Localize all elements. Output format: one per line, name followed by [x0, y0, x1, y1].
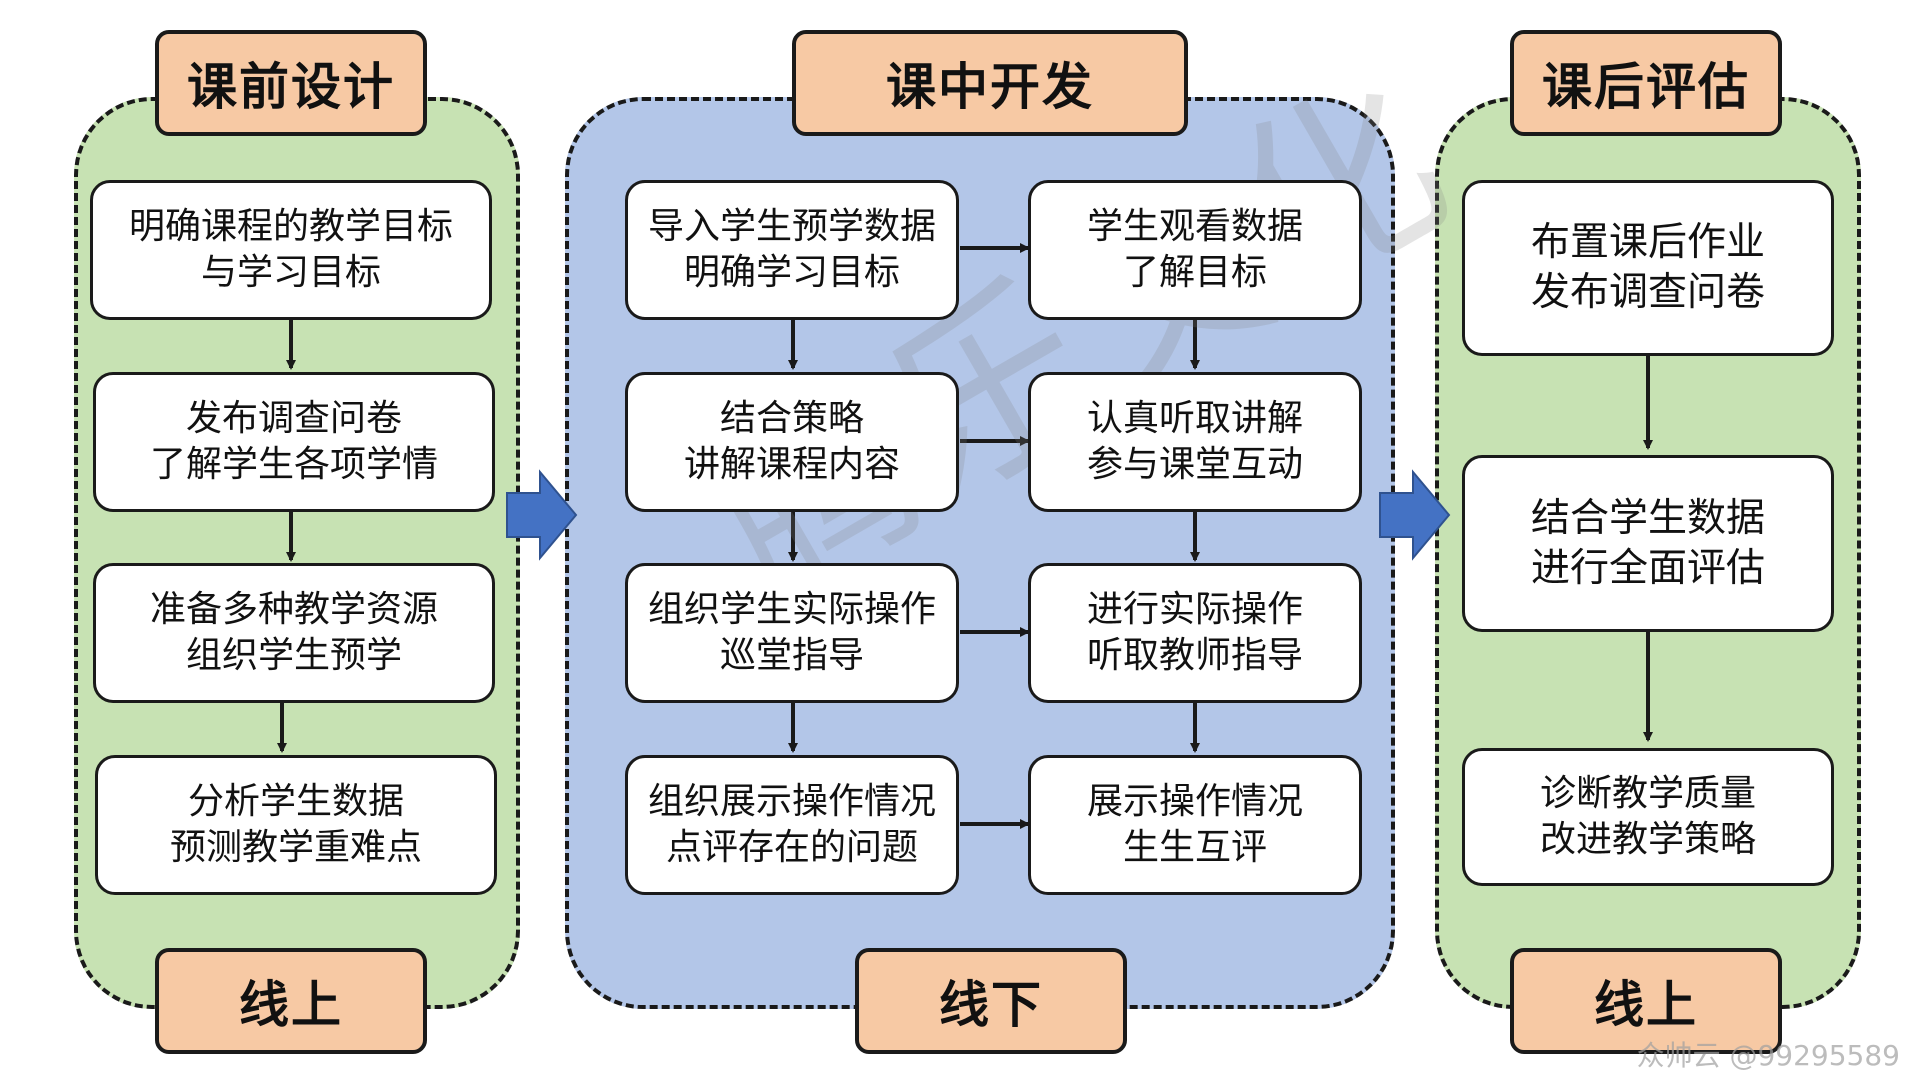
- pre-step-3-line-2: 组织学生预学: [185, 635, 402, 676]
- mid-student-step-2-line-1: 认真听取讲解: [1086, 398, 1303, 439]
- post-step-1-line-1: 布置课后作业: [1530, 220, 1765, 265]
- mid-teacher-step-2-line-1: 结合策略: [719, 398, 864, 439]
- mid-student-step-4-line-1: 展示操作情况: [1086, 781, 1303, 822]
- mid-teacher-step-box: 导入学生预学数据 明确学习目标: [625, 180, 959, 320]
- post-step-1-line-2: 发布调查问卷: [1530, 270, 1765, 315]
- credit-watermark: 众帅云 @99295589: [1636, 1039, 1900, 1072]
- pre-step-box: 明确课程的教学目标 与学习目标: [90, 180, 492, 320]
- post-step-box: 布置课后作业 发布调查问卷: [1462, 180, 1834, 356]
- pre-class-mode: 线上: [155, 948, 427, 1054]
- pre-step-3-line-1: 准备多种教学资源: [149, 589, 438, 630]
- pre-step-2-line-2: 了解学生各项学情: [149, 444, 438, 485]
- mid-teacher-step-2-line-2: 讲解课程内容: [683, 444, 900, 485]
- pre-class-title: 课前设计: [155, 30, 427, 136]
- mid-teacher-step-box: 组织展示操作情况 点评存在的问题: [625, 755, 959, 895]
- mid-student-step-box: 展示操作情况 生生互评: [1028, 755, 1362, 895]
- mid-student-step-1-line-1: 学生观看数据: [1086, 206, 1303, 247]
- pre-step-4-line-2: 预测教学重难点: [169, 827, 422, 868]
- post-step-3-line-2: 改进教学策略: [1539, 819, 1756, 860]
- in-class-title: 课中开发: [792, 30, 1188, 136]
- pre-step-1-line-2: 与学习目标: [200, 252, 381, 293]
- pre-step-box: 准备多种教学资源 组织学生预学: [93, 563, 495, 703]
- pre-step-box: 分析学生数据 预测教学重难点: [95, 755, 497, 895]
- mid-student-step-1-line-2: 了解目标: [1122, 252, 1267, 293]
- mid-teacher-step-4-line-2: 点评存在的问题: [665, 827, 918, 868]
- mid-student-step-2-line-2: 参与课堂互动: [1086, 444, 1303, 485]
- in-class-mode: 线下: [855, 948, 1127, 1054]
- mid-teacher-step-4-line-1: 组织展示操作情况: [647, 781, 936, 822]
- pre-step-4-line-1: 分析学生数据: [187, 781, 404, 822]
- mid-student-step-box: 学生观看数据 了解目标: [1028, 180, 1362, 320]
- post-step-box: 结合学生数据 进行全面评估: [1462, 455, 1834, 632]
- post-step-box: 诊断教学质量 改进教学策略: [1462, 748, 1834, 886]
- post-class-title: 课后评估: [1510, 30, 1782, 136]
- mid-teacher-step-3-line-1: 组织学生实际操作: [647, 589, 936, 630]
- mid-teacher-step-3-line-2: 巡堂指导: [719, 635, 864, 676]
- stage-arrow-pre-to-mid: [506, 469, 578, 561]
- mid-student-step-box: 认真听取讲解 参与课堂互动: [1028, 372, 1362, 512]
- pre-step-2-line-1: 发布调查问卷: [185, 398, 402, 439]
- mid-student-step-3-line-1: 进行实际操作: [1086, 589, 1303, 630]
- mid-student-step-4-line-2: 生生互评: [1122, 827, 1267, 868]
- post-class-mode: 线上: [1510, 948, 1782, 1054]
- mid-teacher-step-1-line-2: 明确学习目标: [683, 252, 900, 293]
- mid-teacher-step-1-line-1: 导入学生预学数据: [647, 206, 936, 247]
- mid-teacher-step-box: 组织学生实际操作 巡堂指导: [625, 563, 959, 703]
- mid-teacher-step-box: 结合策略 讲解课程内容: [625, 372, 959, 512]
- mid-student-step-box: 进行实际操作 听取教师指导: [1028, 563, 1362, 703]
- pre-step-1-line-1: 明确课程的教学目标: [128, 206, 453, 247]
- post-step-2-line-1: 结合学生数据: [1530, 495, 1765, 541]
- mid-student-step-3-line-2: 听取教师指导: [1086, 635, 1303, 676]
- post-step-3-line-1: 诊断教学质量: [1539, 773, 1756, 814]
- post-step-2-line-2: 进行全面评估: [1530, 545, 1765, 591]
- stage-arrow-mid-to-post: [1379, 469, 1451, 561]
- pre-step-box: 发布调查问卷 了解学生各项学情: [93, 372, 495, 512]
